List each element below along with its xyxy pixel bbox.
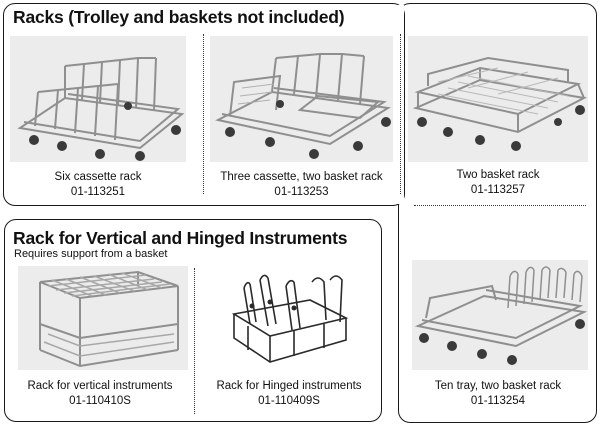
vertical-section-frame [4,219,382,422]
six-cassette-rack-code: 01-113251 [70,186,126,198]
racks-section-title: Racks (Trolley and baskets not included) [13,7,345,27]
vertical-instrument-rack-code: 01-110410S [69,395,131,407]
divider-2 [400,34,401,194]
six-cassette-rack-caption: Six cassette rack 01-113251 [10,170,186,200]
racks-section-frame-right [398,3,597,423]
hinged-instrument-rack-code: 01-110409S [258,395,320,407]
divider-4 [194,268,195,414]
vertical-instrument-rack-caption: Rack for vertical instruments 01-110410S [10,379,190,409]
three-cassette-two-basket-rack-code: 01-113253 [274,186,329,198]
three-cassette-two-basket-rack-name: Three cassette, two basket rack [220,171,383,183]
vertical-instrument-rack-photo [18,266,188,370]
hinged-instrument-rack-photo [214,266,364,370]
two-basket-rack-code: 01-113257 [470,184,526,196]
six-cassette-rack-photo [10,36,186,162]
two-basket-rack-name: Two basket rack [456,169,540,181]
divider-1 [203,34,204,194]
vertical-section-subtitle: Requires support from a basket [14,248,168,260]
hinged-instrument-rack-caption: Rack for Hinged instruments 01-110409S [200,379,378,409]
ten-tray-two-basket-rack-photo [412,260,588,370]
hinged-instrument-rack-name: Rack for Hinged instruments [216,380,362,392]
vertical-instrument-rack-name: Rack for vertical instruments [27,380,173,392]
three-cassette-two-basket-rack-caption: Three cassette, two basket rack 01-11325… [205,170,398,200]
divider-3 [414,205,586,206]
ten-tray-two-basket-rack-caption: Ten tray, two basket rack 01-113254 [405,379,591,409]
vertical-section-title: Rack for Vertical and Hinged Instruments [13,228,348,248]
three-cassette-two-basket-rack-photo [210,36,393,162]
two-basket-rack-caption: Two basket rack 01-113257 [405,168,591,198]
six-cassette-rack-name: Six cassette rack [54,171,142,183]
ten-tray-two-basket-rack-code: 01-113254 [470,395,526,407]
ten-tray-two-basket-rack-name: Ten tray, two basket rack [434,380,562,392]
racks-section-frame [3,3,405,206]
two-basket-rack-photo [408,36,588,162]
